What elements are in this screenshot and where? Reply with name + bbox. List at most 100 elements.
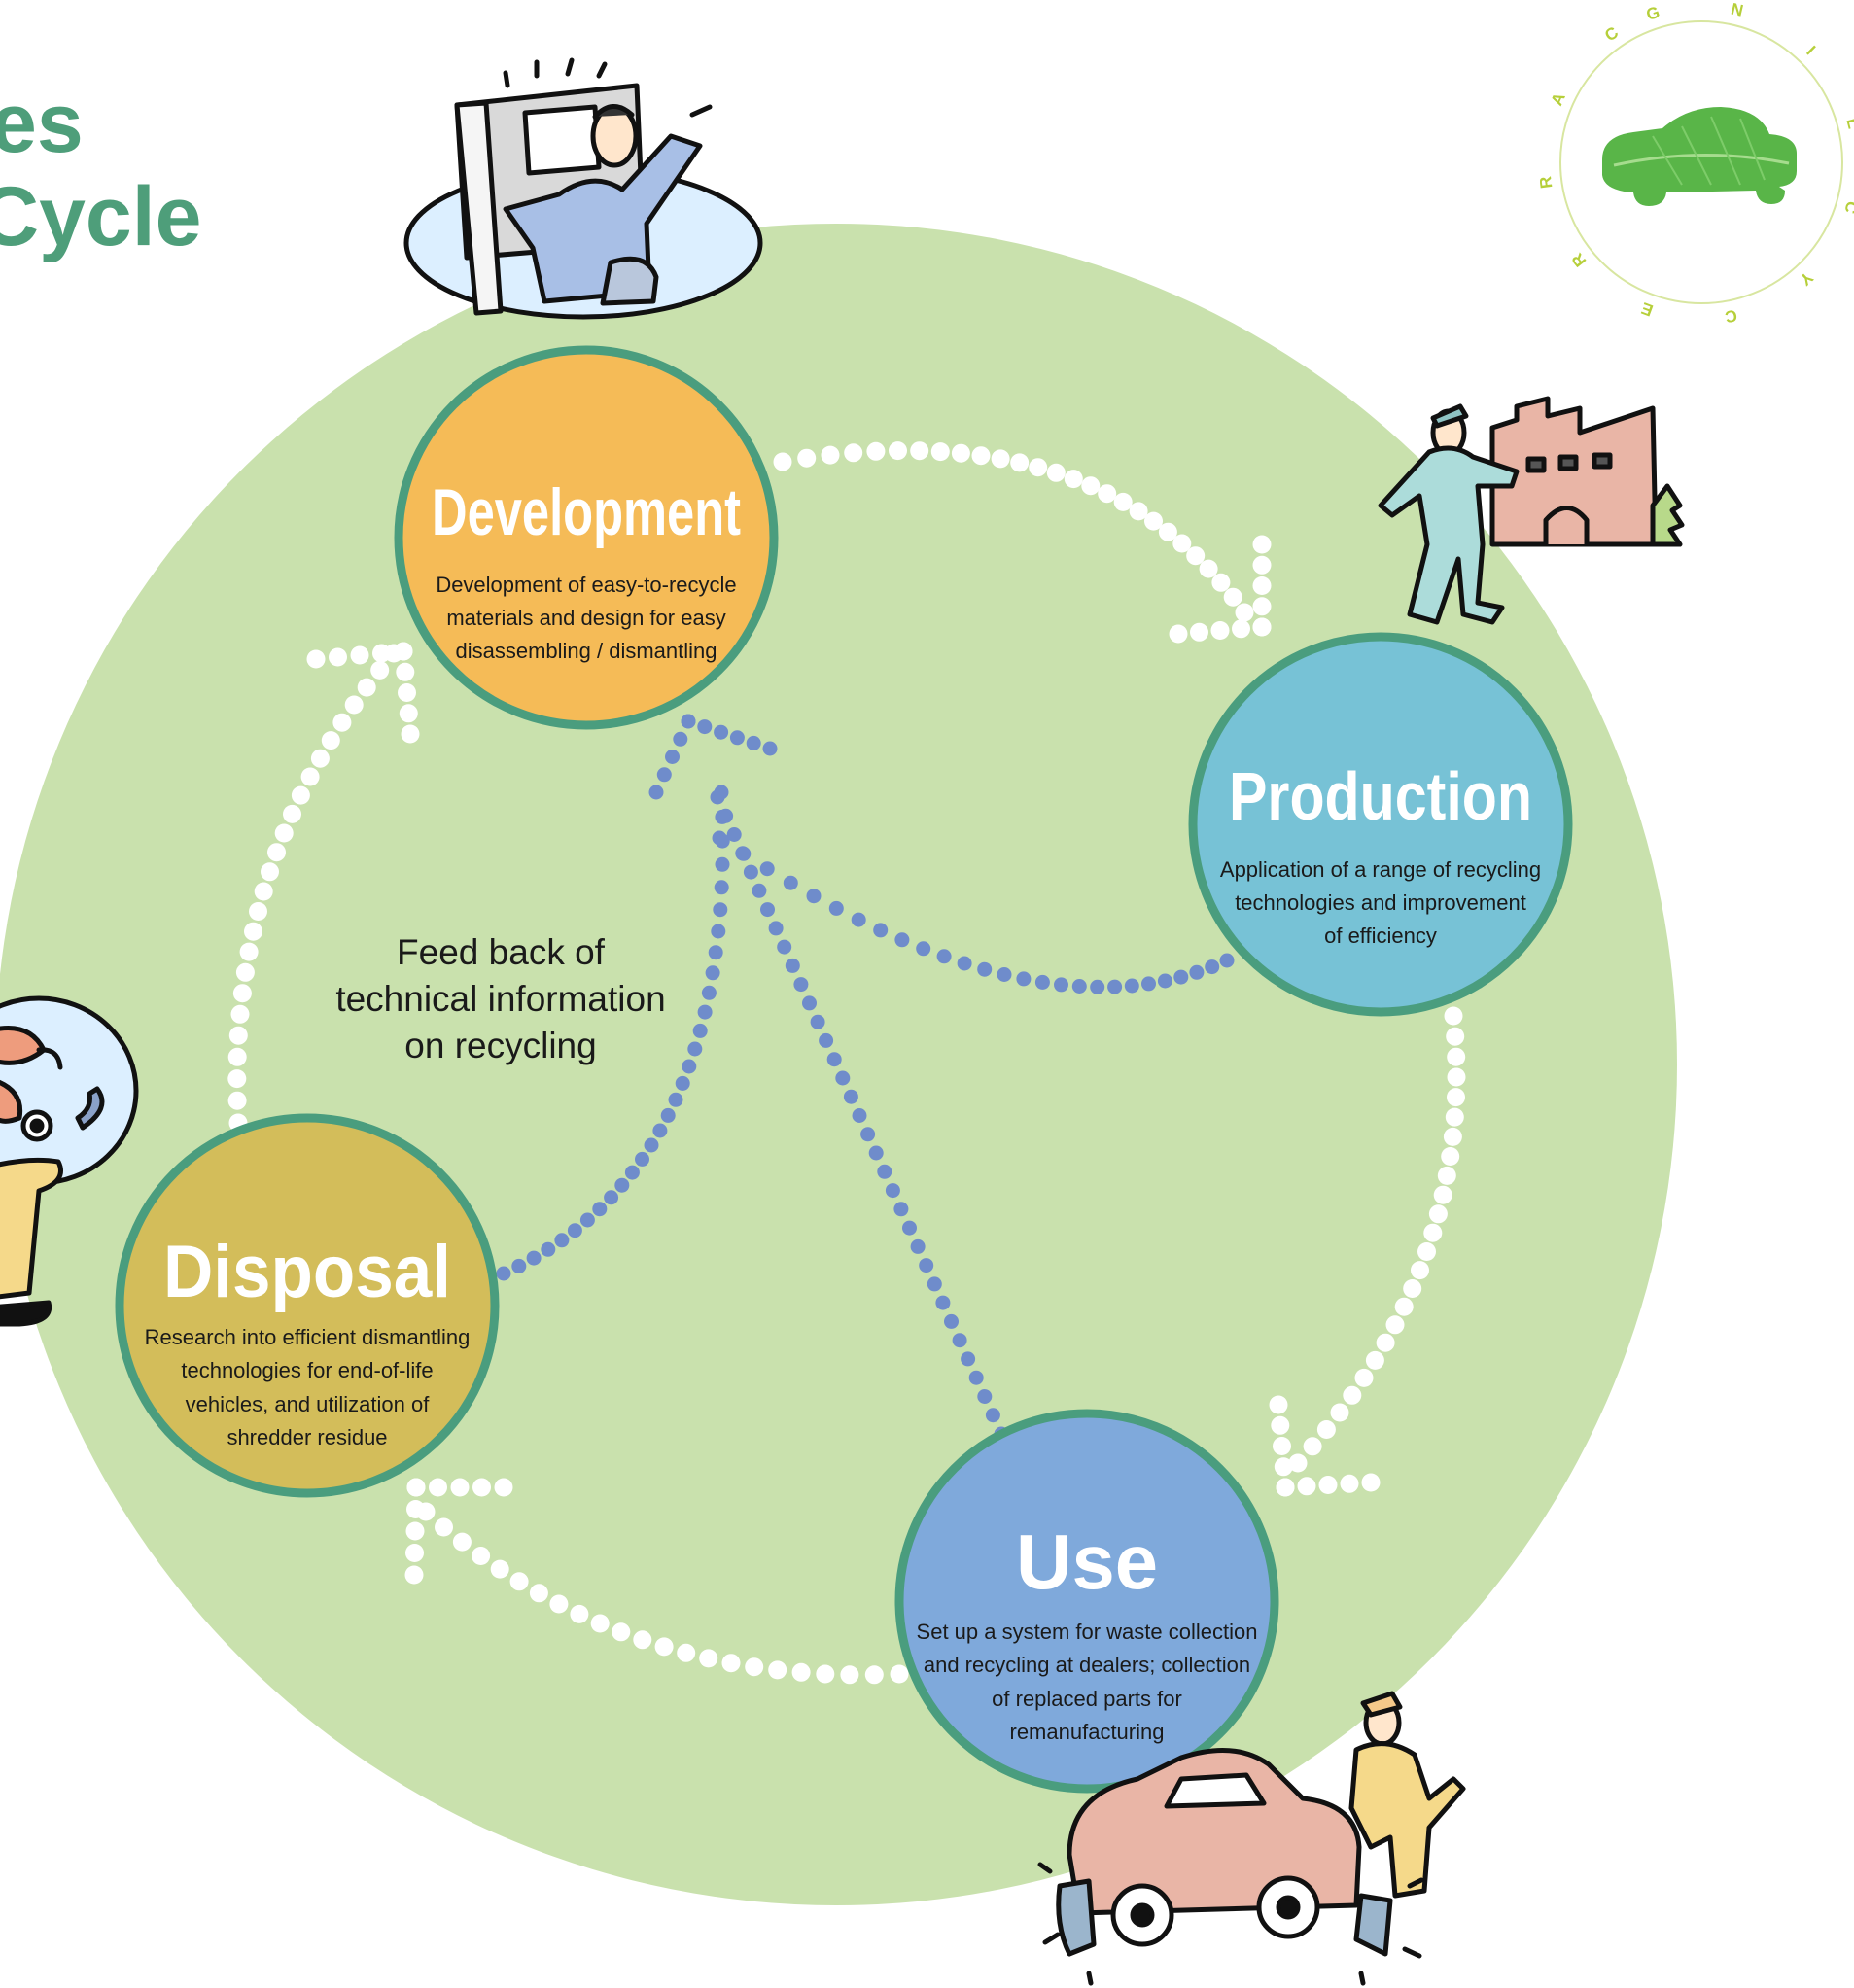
feedback-from-disposal-dot xyxy=(541,1241,556,1257)
cycle-arrow-disp-to-dev-dot xyxy=(291,785,310,805)
stage-disposal-desc-3: vehicles, and utilization of xyxy=(186,1392,431,1416)
arrowhead-use-dot xyxy=(1361,1473,1381,1492)
cycle-arrow-use-to-disp-dot xyxy=(840,1665,859,1685)
feedback-from-disposal-dot xyxy=(715,833,730,849)
feedback-from-disposal-dot xyxy=(708,945,723,960)
feedback-from-disposal-dot xyxy=(496,1266,511,1281)
feedback-from-disposal-dot xyxy=(567,1223,582,1238)
cycle-arrow-disp-to-dev-dot xyxy=(321,731,340,750)
stage-production-desc-3: of efficiency xyxy=(1324,924,1437,948)
cycle-arrow-dev-to-prod-dot xyxy=(1081,476,1101,496)
cycle-arrow-prod-to-use-dot xyxy=(1428,1204,1448,1224)
feedback-from-disposal-dot xyxy=(511,1258,527,1273)
feedback-from-disposal-dot xyxy=(614,1177,630,1193)
logo-letter: Y xyxy=(1796,268,1817,290)
cycle-arrows xyxy=(227,441,1466,1685)
feedback-arrowhead-dot xyxy=(714,724,729,740)
feedback-from-disposal-dot xyxy=(668,1092,683,1107)
feedback-from-production-dot xyxy=(1219,953,1235,968)
feedback-from-use-dot xyxy=(927,1276,942,1292)
feedback-from-use-dot xyxy=(860,1127,876,1142)
feedback-from-disposal-dot xyxy=(714,880,729,895)
feedback-from-use-dot xyxy=(810,1014,825,1029)
cycle-arrow-dev-to-prod-dot xyxy=(930,442,950,462)
cycle-arrow-disp-to-dev-dot xyxy=(300,767,320,786)
cycle-arrow-prod-to-use-dot xyxy=(1288,1453,1308,1473)
feedback-from-disposal-dot xyxy=(715,809,730,824)
cycle-arrow-use-to-disp-dot xyxy=(745,1657,764,1677)
cycle-arrow-prod-to-use-dot xyxy=(1445,1107,1464,1127)
logo-letter: C xyxy=(1724,306,1739,327)
cycle-arrow-disp-to-dev-dot xyxy=(357,678,376,697)
arrowhead-use-dot xyxy=(1273,1437,1291,1455)
feedback-from-use-dot xyxy=(944,1313,959,1329)
arrowhead-disp-dot xyxy=(472,1478,491,1497)
feedback-from-use-dot xyxy=(985,1408,1000,1423)
feedback-from-disposal-dot xyxy=(644,1137,659,1153)
cycle-arrow-disp-to-dev-dot xyxy=(230,1004,250,1024)
cycle-arrow-dev-to-prod-dot xyxy=(1235,603,1254,622)
logo-letter: R xyxy=(1536,175,1556,190)
arrowhead-disp-dot xyxy=(406,1500,425,1518)
feedback-from-use-dot xyxy=(968,1370,984,1385)
arrowhead-disp-dot xyxy=(405,1544,424,1562)
feedback-line-3: on recycling xyxy=(404,1026,596,1065)
feedback-from-disposal-dot xyxy=(705,965,720,981)
stage-development-title: Development xyxy=(432,475,741,549)
feedback-from-disposal-dot xyxy=(715,856,730,872)
cycle-arrow-prod-to-use-dot xyxy=(1365,1350,1384,1370)
arrowhead-dev-dot xyxy=(398,683,416,702)
cycle-arrow-dev-to-prod-dot xyxy=(1186,546,1206,566)
feedback-from-disposal-dot xyxy=(701,985,717,1000)
feedback-from-use-dot xyxy=(726,827,742,842)
feedback-line-2: technical information xyxy=(335,979,665,1019)
cycle-arrow-dev-to-prod-dot xyxy=(1199,559,1218,578)
cycle-arrow-dev-to-prod-dot xyxy=(1211,573,1231,592)
feedback-from-use-dot xyxy=(760,902,775,918)
stage-development-circle xyxy=(394,345,779,730)
stage-disposal-circle xyxy=(115,1113,500,1498)
cycle-arrow-use-to-disp-dot xyxy=(633,1630,652,1650)
cycle-arrow-dev-to-prod-dot xyxy=(1158,522,1177,541)
arrowhead-prod-dot xyxy=(1232,619,1250,639)
feedback-from-use-dot xyxy=(802,995,817,1011)
stage-development: Development Development of easy-to-recyc… xyxy=(394,345,779,730)
stage-use-desc-1: Set up a system for waste collection xyxy=(917,1620,1258,1644)
cycle-arrow-use-to-disp-dot xyxy=(452,1532,472,1552)
cycle-arrow-use-to-disp-dot xyxy=(654,1637,674,1657)
cycle-arrow-use-to-disp-dot xyxy=(699,1649,718,1668)
arrowhead-dev-dot xyxy=(350,645,369,665)
feedback-from-use-dot xyxy=(977,1389,993,1404)
cycle-arrow-dev-to-prod-dot xyxy=(1046,463,1066,482)
feedback-from-use-dot xyxy=(877,1164,892,1179)
feedback-from-use-dot xyxy=(885,1183,900,1199)
feedback-from-use-dot xyxy=(768,921,784,936)
cycle-arrow-use-to-disp-dot xyxy=(549,1594,569,1614)
stage-development-desc-1: Development of easy-to-recycle xyxy=(436,573,736,597)
logo-letter: A xyxy=(1548,90,1569,109)
arrowhead-dev-dot xyxy=(394,642,413,661)
feedback-from-use-dot xyxy=(743,864,758,880)
arrowhead-disp-dot xyxy=(450,1478,470,1497)
feedback-arrowhead-dot xyxy=(656,767,672,783)
stage-use-desc-2: and recycling at dealers; collection xyxy=(924,1653,1250,1677)
feedback-from-use-dot xyxy=(826,1052,842,1067)
cycle-arrow-disp-to-dev-dot xyxy=(310,749,330,768)
cycle-arrow-dev-to-prod-dot xyxy=(1223,587,1242,607)
cycle-arrow-disp-to-dev-dot xyxy=(254,882,273,901)
stage-development-desc-3: disassembling / dismantling xyxy=(455,639,717,663)
feedback-from-disposal-dot xyxy=(624,1165,640,1180)
feedback-from-production-dot xyxy=(1189,964,1205,980)
cycle-arrow-dev-to-prod-dot xyxy=(1172,534,1192,553)
arrowhead-prod-dot xyxy=(1210,621,1230,640)
stage-use-desc-3: of replaced parts for xyxy=(992,1687,1182,1711)
feedback-from-use-dot xyxy=(785,958,800,973)
cycle-arrow-disp-to-dev-dot xyxy=(227,1069,247,1089)
feedback-arrowhead-dot xyxy=(665,750,680,764)
cycle-arrow-dev-to-prod-dot xyxy=(821,445,840,465)
cycle-arrow-use-to-disp-dot xyxy=(590,1614,610,1633)
cycle-arrow-dev-to-prod-dot xyxy=(1098,484,1117,504)
feedback-from-production-dot xyxy=(916,941,931,957)
stage-disposal: Disposal Research into efficient dismant… xyxy=(115,1113,500,1498)
feedback-from-production-dot xyxy=(1107,979,1123,994)
